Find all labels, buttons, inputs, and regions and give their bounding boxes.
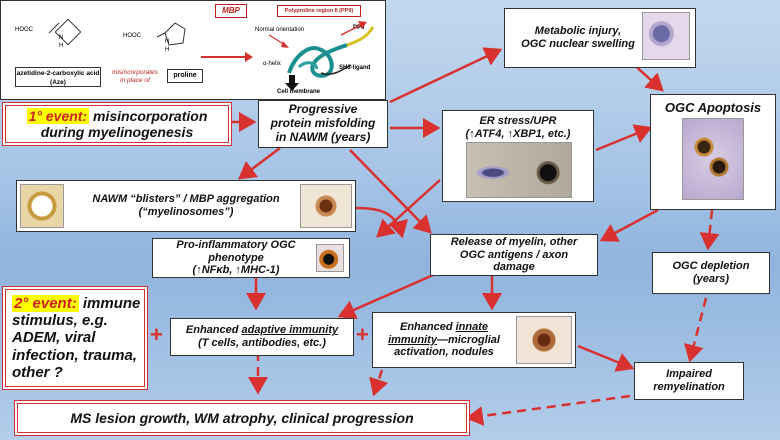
arrow-er-to-apoptosis [595, 124, 653, 152]
normal-orientation-label: Normal orientation [255, 27, 305, 33]
hooc-label-1: HOOC [15, 27, 33, 33]
aze-label: azetidine-2-carboxylic acid (Aze) [15, 67, 101, 87]
misfolding-box: Progressive protein misfolding in NAWM (… [258, 100, 388, 148]
innate-l1: Enhanced innate [379, 321, 509, 334]
innate-underlined: innate [455, 321, 489, 334]
sh3-label: SH3-ligand [339, 65, 371, 71]
innate-l3: activation, nodules [394, 346, 494, 359]
proline-label: proline [167, 69, 203, 83]
innate-microglial: —microglial [436, 333, 500, 346]
blisters-l1: NAWM “blisters” / MBP aggregation [92, 193, 280, 206]
apoptosis-histology-image [682, 118, 744, 200]
arrow-misfolding-to-release [349, 149, 432, 234]
arrow-innate-to-impaired [577, 344, 635, 372]
proinflam-l2: (↑NFκb, ↑MHC-1) [192, 264, 280, 277]
secondary-event-line1: 2° event: immune [12, 294, 141, 312]
adaptive-pre: Enhanced [185, 324, 242, 337]
dashed-depletion-to-impaired [684, 297, 708, 363]
misincorporates-label: misincorporates in place of [107, 69, 163, 85]
ppii-label: Polyproline region II (PPII) [277, 5, 361, 17]
primary-event-line2: during myelinogenesis [40, 124, 194, 140]
secondary-event-l4: infection, trauma, [12, 346, 138, 364]
secondary-event-rest: immune [78, 294, 141, 312]
innate-pre: Enhanced [399, 321, 456, 334]
proinflam-l1: Pro-inflammatory OGC phenotype [176, 239, 296, 264]
ms-l1: MS lesion growth, WM atrophy, clinical p… [70, 409, 414, 426]
ms-lesion-box: MS lesion growth, WM atrophy, clinical p… [14, 400, 470, 436]
depletion-box: OGC depletion (years) [652, 252, 770, 294]
misfolding-l2: protein misfolding [270, 116, 376, 131]
plus-sign-middle: + [356, 322, 369, 347]
membrane-label: Cell membrane [277, 89, 321, 95]
primary-event-rest: misincorporation [89, 107, 208, 124]
metabolic-l1: Metabolic injury, [534, 25, 622, 38]
primary-event-tag: 1° event: [26, 107, 90, 124]
release-box: Release of myelin, other OGC antigens / … [430, 234, 598, 276]
release-l1: Release of myelin, other [450, 236, 578, 249]
alpha-helix-label: α-helix [263, 61, 281, 67]
secondary-event-box: 2° event: immune stimulus, e.g. ADEM, vi… [2, 286, 148, 390]
metabolic-histology-image [642, 12, 690, 60]
er-l1: ER stress/UPR [479, 115, 557, 127]
dashed-apoptosis-to-depletion [699, 209, 720, 251]
proline-structure [156, 22, 186, 46]
depletion-l1: OGC depletion [672, 260, 750, 273]
impaired-l1: Impaired [666, 368, 712, 381]
adaptive-box: Enhanced adaptive immunity (T cells, ant… [170, 318, 354, 356]
secondary-event-l2: stimulus, e.g. [12, 312, 108, 330]
apoptosis-l1: OGC Apoptosis [664, 100, 762, 115]
release-l3: damage [493, 261, 535, 274]
secondary-event-l5: other ? [12, 363, 63, 381]
release-l2: OGC antigens / axon [459, 248, 569, 261]
h-label-1: H [59, 43, 64, 49]
er-histology-image [466, 142, 572, 198]
secondary-event-l3: ADEM, viral [12, 329, 96, 347]
mbp-protein-illustration [201, 21, 375, 91]
misinc-line-2: in place of [120, 77, 150, 84]
secondary-event-tag: 2° event: [12, 294, 79, 312]
arrow-release-to-adaptive [337, 270, 441, 320]
misfolding-l1: Progressive [288, 102, 358, 117]
dashed-impaired-to-ms [465, 394, 631, 426]
misinc-line-1: misincorporates [112, 69, 158, 76]
er-l2: (↑ATF4, ↑XBP1, etc.) [465, 127, 571, 140]
proinflam-image [316, 244, 344, 272]
blisters-image-left [20, 184, 64, 228]
aze-structure [48, 18, 81, 46]
mbp-label: MBP [215, 4, 247, 18]
arrow-er-to-proinflam [376, 179, 441, 238]
h-label-2: H [165, 47, 170, 53]
blisters-box: NAWM “blisters” / MBP aggregation (“myel… [16, 180, 356, 232]
innate-immunity-word: immunity [388, 333, 437, 346]
adaptive-l2: (T cells, antibodies, etc.) [198, 337, 326, 349]
arrow-misfolding-to-blisters [238, 147, 281, 180]
innate-l2: immunity—microglial [379, 334, 509, 347]
metabolic-l2: OGC nuclear swelling [521, 38, 635, 50]
blisters-image-right [300, 184, 352, 228]
innate-histology-image [516, 316, 572, 364]
arrow-apoptosis-to-release [599, 208, 659, 242]
depletion-l2: (years) [692, 273, 730, 285]
arrow-misfolding-to-metabolic [389, 47, 503, 104]
n-label-2: N [165, 39, 170, 45]
adaptive-underlined: adaptive immunity [241, 324, 339, 337]
primary-event-line1: 1° event: misincorporation [26, 107, 208, 124]
molecular-panel: HOOC N H HOOC N H azetidine-2-carboxylic… [0, 0, 386, 100]
misfolding-l3: in NAWM (years) [275, 129, 371, 144]
impaired-l2: remyelination [653, 381, 725, 393]
dashed-innate-to-ms [369, 369, 389, 397]
blisters-l2: (“myelinosomes”) [138, 206, 234, 218]
impaired-box: Impaired remyelination [634, 362, 744, 400]
n-label-1: N [59, 35, 64, 41]
arrow-blisters-to-release [355, 206, 409, 239]
primary-event-box: 1° event: misincorporation during myelin… [2, 102, 232, 146]
hooc-label-2: HOOC [123, 33, 141, 39]
adaptive-l1: Enhanced adaptive immunity [186, 324, 338, 337]
ppii-short-label: PPII [353, 25, 365, 31]
plus-sign-left: + [150, 322, 163, 347]
